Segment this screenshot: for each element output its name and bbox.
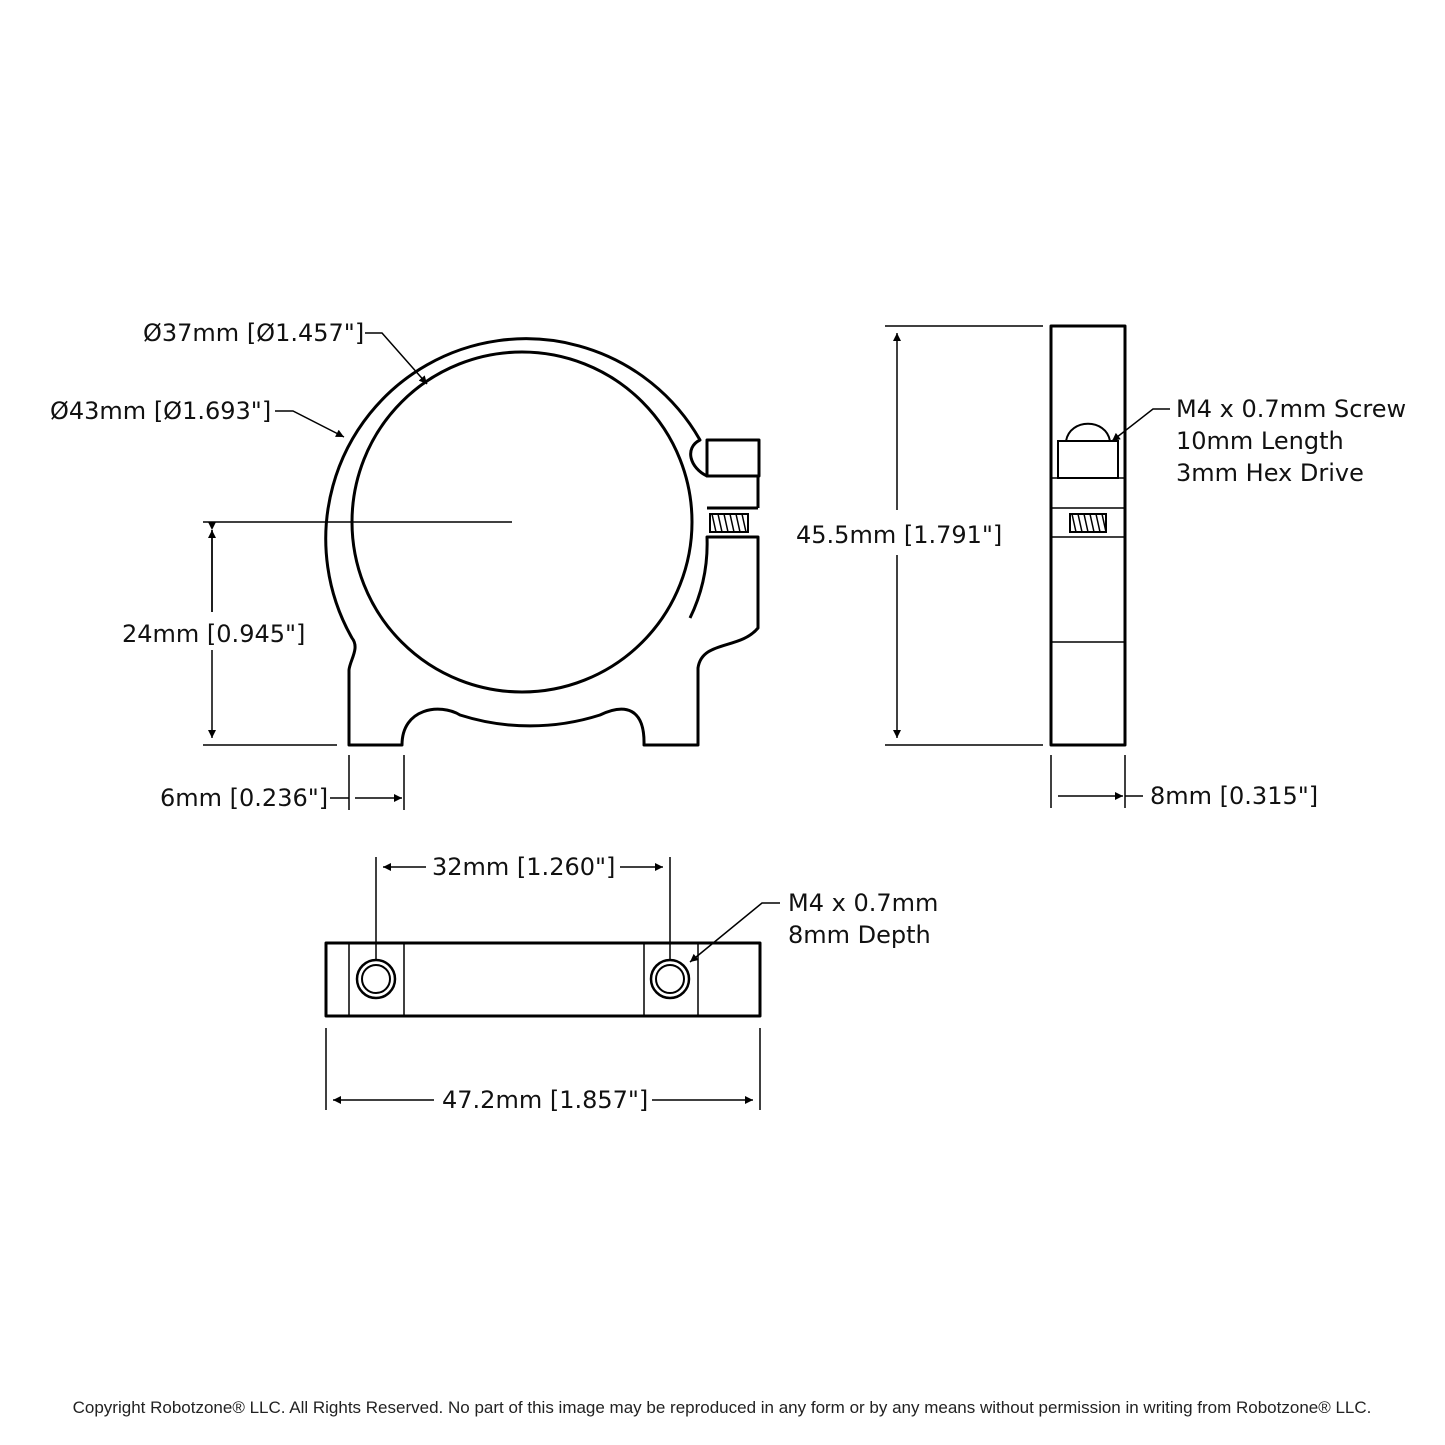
side-body — [1049, 324, 1127, 747]
tapped-hole-right — [649, 958, 691, 1000]
screw-thread-side — [1069, 513, 1107, 533]
screw-note-line-3: 3mm Hex Drive — [1176, 459, 1364, 487]
tap-note-line-2: 8mm Depth — [788, 921, 931, 949]
center-height-label: 24mm [0.945"] — [122, 620, 305, 648]
tap-note: M4 x 0.7mm 8mm Depth — [788, 889, 946, 949]
tap-note-line-1: M4 x 0.7mm — [788, 889, 938, 917]
screw-head-side — [1057, 422, 1119, 479]
front-view: 24mm [0.945"] 6mm [0.236"] Ø37mm [Ø1.457… — [50, 319, 761, 812]
screw-note: M4 x 0.7mm Screw 10mm Length 3mm Hex Dri… — [1176, 395, 1414, 487]
overall-height-label: 45.5mm [1.791"] — [796, 521, 1002, 549]
copyright-notice: Copyright Robotzone® LLC. All Rights Res… — [73, 1398, 1372, 1417]
bottom-view: 32mm [1.260"] M4 x 0.7mm 8mm Depth 47.2m… — [324, 853, 946, 1114]
bottom-body — [324, 941, 762, 1018]
screw-boss — [705, 438, 761, 478]
tapped-hole-left — [355, 958, 397, 1000]
screw-note-line-1: M4 x 0.7mm Screw — [1176, 395, 1406, 423]
outer-diameter-label: Ø43mm [Ø1.693"] — [50, 397, 271, 425]
screw-note-line-2: 10mm Length — [1176, 427, 1344, 455]
hole-spacing-label: 32mm [1.260"] — [432, 853, 615, 881]
overall-width-label: 47.2mm [1.857"] — [442, 1086, 648, 1114]
screw-thread-front — [709, 513, 749, 533]
side-view: 45.5mm [1.791"] 8mm [0.315"] M4 x 0.7mm … — [796, 324, 1414, 810]
foot-width-label: 6mm [0.236"] — [160, 784, 328, 812]
thickness-label: 8mm [0.315"] — [1150, 782, 1318, 810]
inner-diameter-label: Ø37mm [Ø1.457"] — [143, 319, 364, 347]
clamp-outer-profile — [324, 337, 760, 747]
